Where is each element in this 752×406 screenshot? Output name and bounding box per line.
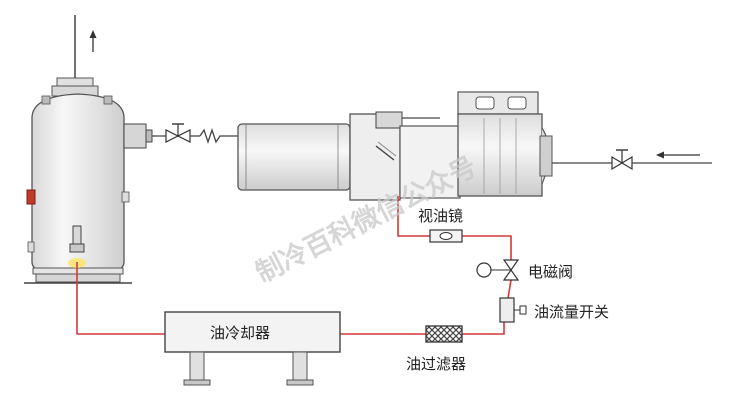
- solenoid-valve-label: 电磁阀: [528, 263, 573, 281]
- oil-sight-glass: [429, 229, 463, 243]
- oil-filter-label: 油过滤器: [406, 355, 466, 373]
- solenoid-valve: [476, 259, 520, 281]
- compressor-body: [349, 111, 461, 201]
- separator-outlet-flange: [123, 123, 153, 149]
- sight-glass-label: 视油镜: [418, 207, 463, 225]
- suction-stop-valve: [611, 149, 633, 171]
- discharge-line: [152, 127, 238, 145]
- oil-return-line: [76, 196, 512, 335]
- oil-cooler-label: 油冷却器: [210, 324, 270, 342]
- oil-filter: [425, 325, 463, 343]
- oil-flow-switch: [499, 297, 527, 323]
- vent-up-arrow-icon: [89, 30, 97, 52]
- oil-cooler: [164, 311, 341, 386]
- discharge-stop-valve: [165, 123, 191, 143]
- compressor-motor-housing: [457, 91, 553, 197]
- suction-flow-arrow-icon: [656, 151, 700, 159]
- oil-separator-vessel: [24, 77, 132, 284]
- compressor-motor-cylinder: [237, 123, 351, 191]
- oil-flow-switch-label: 油流量开关: [534, 303, 609, 321]
